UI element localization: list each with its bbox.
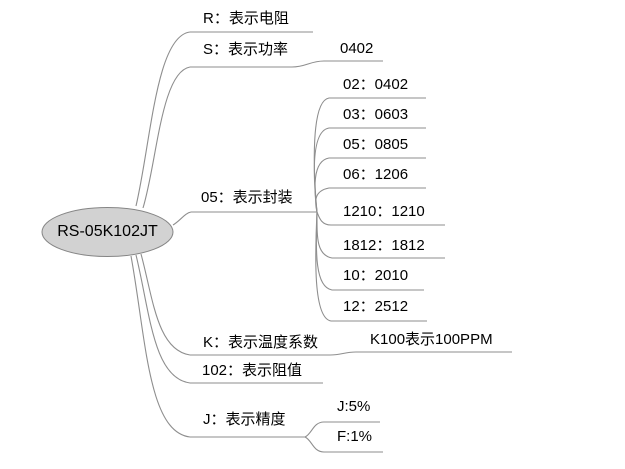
- connector-root-to-j: [130, 255, 191, 438]
- subtopic-j-5pct-label[interactable]: J:5%: [337, 398, 371, 415]
- subtopic-0402-power-label[interactable]: 0402: [340, 40, 374, 57]
- subtopic-k100-ppm-label[interactable]: K100表示100PPM: [370, 331, 493, 348]
- topic-05-label[interactable]: 05：表示封装: [201, 189, 293, 206]
- subtopic-03-0603-label[interactable]: 03：0603: [343, 106, 409, 123]
- connector-root-to-102: [135, 254, 191, 384]
- root-node-label[interactable]: RS-05K102JT: [57, 223, 158, 240]
- topic-s-label[interactable]: S：表示功率: [203, 41, 289, 58]
- subtopic-10-2010-label[interactable]: 10：2010: [343, 267, 409, 284]
- connector-root-to-k: [140, 253, 191, 356]
- topic-k-label[interactable]: K：表示温度系数: [203, 334, 319, 351]
- connector-root-to-r: [135, 31, 191, 207]
- topic-102-label[interactable]: 102：表示阻值: [202, 362, 303, 379]
- subtopic-05-0805-label[interactable]: 05：0805: [343, 136, 409, 153]
- topic-underline-k-and-k100: [190, 351, 512, 356]
- topic-j-label[interactable]: J：表示精度: [203, 411, 286, 428]
- connector-root-to-05: [172, 211, 192, 226]
- connector-j-to-f1: [304, 436, 383, 453]
- connector-05-to-2512: [315, 211, 427, 322]
- topic-underline-s-and-0402: [190, 60, 383, 68]
- subtopic-06-1206-label[interactable]: 06：1206: [343, 166, 409, 183]
- subtopic-f-1pct-label[interactable]: F:1%: [337, 428, 373, 445]
- topic-r-label[interactable]: R：表示电阻: [203, 10, 289, 27]
- connector-05-to-1206: [315, 187, 426, 213]
- subtopic-12-2512-label[interactable]: 12：2512: [343, 298, 409, 315]
- subtopic-02-0402-label[interactable]: 02：0402: [343, 76, 409, 93]
- connector-j-to-j5: [304, 421, 380, 438]
- connector-root-to-s: [142, 66, 191, 209]
- root-node-shape[interactable]: [41, 207, 174, 257]
- connector-05-to-1210: [316, 211, 445, 226]
- subtopic-1812-1812-label[interactable]: 1812：1812: [343, 237, 425, 254]
- subtopic-1210-1210-label[interactable]: 1210：1210: [343, 203, 425, 220]
